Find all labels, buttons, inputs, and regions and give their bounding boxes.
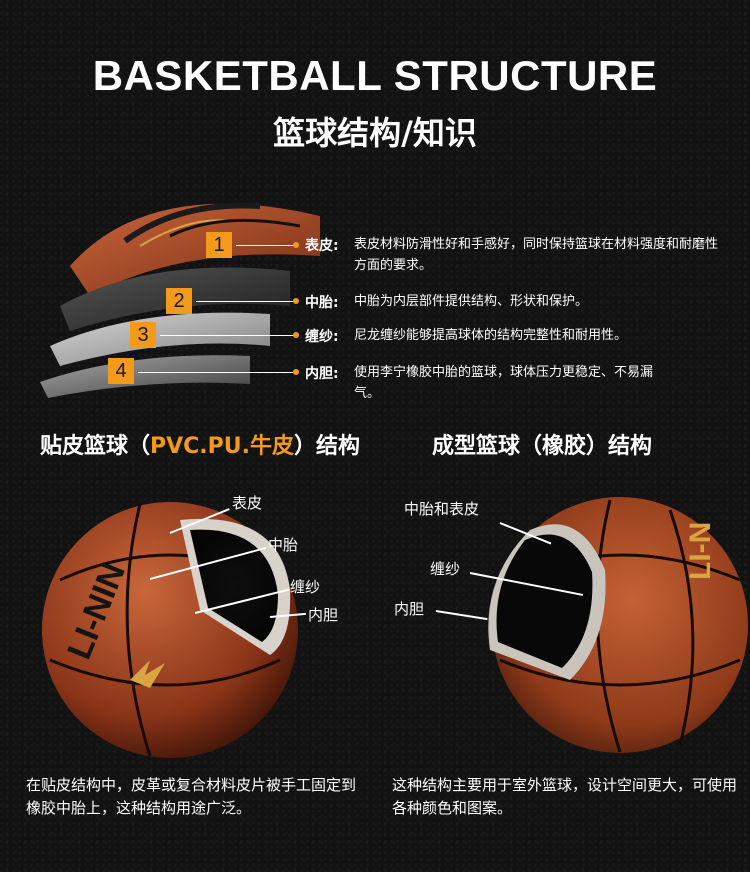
- page-title-en: BASKETBALL STRUCTURE: [92, 52, 658, 99]
- layer-desc-skin: 表皮材料防滑性好和手感好，同时保持篮球在材料强度和耐磨性方面的要求。: [354, 237, 719, 273]
- leader-dot-2: [293, 298, 299, 304]
- layer-desc-winding: 尼龙缠纱能够提高球体的结构完整性和耐用性。: [354, 328, 628, 343]
- left-callout-winding: 缠纱: [290, 578, 321, 596]
- left-section-description: 在贴皮结构中，皮革或复合材料皮片被手工固定到橡胶中胎上，这种结构用途广泛。: [26, 776, 357, 817]
- leader-line-2: [196, 301, 296, 302]
- left-title-accent: PVC.PU.牛皮: [150, 434, 295, 459]
- left-title-suffix: ）结构: [294, 434, 361, 459]
- left-section-title: 贴皮篮球（PVC.PU.牛皮）结构: [40, 428, 360, 460]
- layer-desc-carcass: 中胎为内层部件提供结构、形状和保护。: [354, 294, 589, 309]
- leader-line-4: [138, 372, 296, 373]
- leader-dot-4: [293, 369, 299, 375]
- bladder-layer: [40, 355, 250, 398]
- left-callout-skin: 表皮: [232, 494, 263, 512]
- molded-ball-image: LI-N: [470, 490, 750, 764]
- laminated-ball-image: LI-NIN: [30, 490, 320, 764]
- left-title-prefix: 贴皮篮球（: [40, 434, 151, 459]
- skin-layer: [70, 203, 320, 296]
- leader-line-3: [160, 335, 296, 336]
- layer-label-winding: 缠纱:: [305, 329, 339, 345]
- right-section-title: 成型篮球（橡胶）结构: [432, 434, 653, 459]
- right-section-description: 这种结构主要用于室外篮球，设计空间更大，可使用各种颜色和图案。: [392, 776, 738, 817]
- left-callout-carcass: 中胎: [268, 536, 299, 554]
- layer-number-1: 1: [206, 232, 232, 258]
- layer-desc-bladder: 使用李宁橡胶中胎的篮球，球体压力更稳定、不易漏气。: [354, 365, 654, 401]
- layers-diagram: 1 2 3 4: [30, 186, 320, 406]
- layer-number-2: 2: [166, 288, 192, 314]
- right-callout-winding: 缠纱: [430, 560, 461, 578]
- layer-number-3: 3: [130, 322, 156, 348]
- svg-text:LI-N: LI-N: [684, 522, 717, 580]
- right-callout-bladder: 内胆: [394, 600, 425, 618]
- layer-label-bladder: 内胆:: [305, 366, 339, 382]
- right-callout-carcass-skin: 中胎和表皮: [404, 500, 480, 518]
- left-callout-bladder: 内胆: [308, 606, 339, 624]
- winding-layer: [50, 312, 270, 366]
- layer-label-skin: 表皮:: [305, 238, 339, 254]
- layer-number-4: 4: [108, 358, 134, 384]
- leader-dot-3: [293, 332, 299, 338]
- leader-dot-1: [293, 242, 299, 248]
- leader-line-1: [236, 245, 296, 246]
- page-title-cn: 篮球结构/知识: [273, 114, 477, 152]
- layer-label-carcass: 中胎:: [305, 295, 339, 311]
